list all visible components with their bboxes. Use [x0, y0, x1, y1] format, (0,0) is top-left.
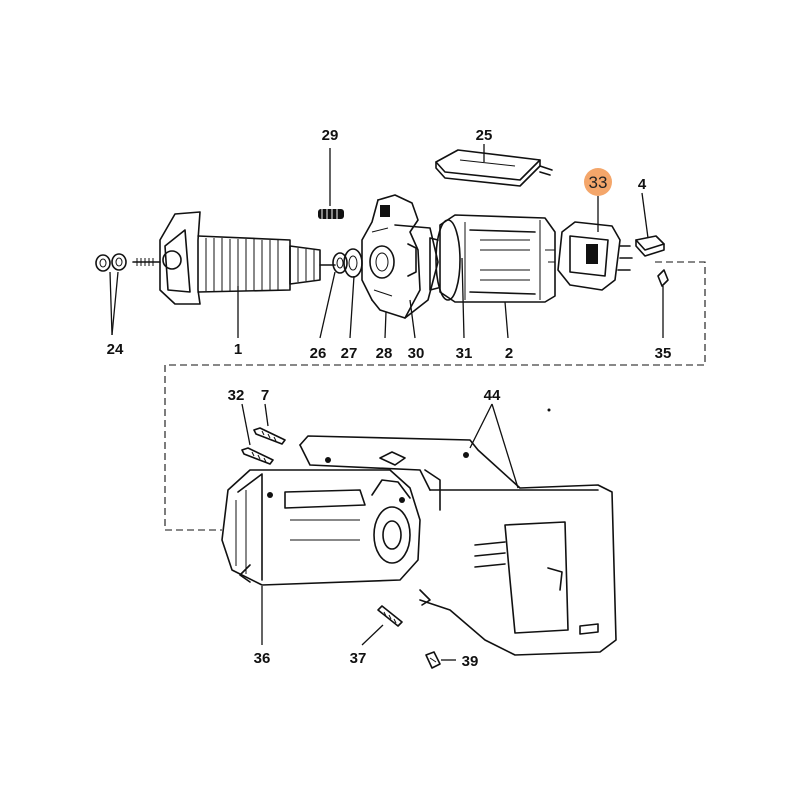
assembly-dash-path	[164, 261, 706, 531]
label-29: 29	[322, 127, 339, 144]
label-31: 31	[456, 345, 473, 362]
label-4: 4	[638, 176, 647, 193]
switch-assembly	[545, 221, 633, 291]
brush-holder	[361, 194, 439, 319]
spring	[318, 209, 344, 219]
label-35: 35	[655, 345, 672, 362]
washers	[95, 253, 127, 272]
label-25: 25	[476, 127, 493, 144]
label-24: 24	[107, 341, 124, 358]
label-44: 44	[484, 387, 501, 404]
clip-part	[657, 269, 669, 287]
label-30: 30	[408, 345, 425, 362]
highlight-marker	[584, 168, 612, 196]
label-2: 2	[505, 345, 513, 362]
field-stator	[429, 214, 556, 303]
label-39: 39	[462, 653, 479, 670]
label-26: 26	[310, 345, 327, 362]
armature	[132, 211, 336, 305]
leader-lines	[109, 144, 664, 661]
part-labels: 29 25 33 4 24 1 26 27 28 30 31 2 35 32 7…	[107, 127, 672, 670]
clip-39	[425, 651, 441, 669]
screws-upper	[241, 427, 286, 465]
label-33: 33	[589, 173, 608, 192]
label-27: 27	[341, 345, 358, 362]
button-part	[635, 235, 665, 257]
bearing-26	[332, 252, 348, 274]
label-36: 36	[254, 650, 271, 667]
screw-37	[377, 605, 403, 627]
label-32: 32	[228, 387, 245, 404]
motor-housing	[221, 469, 421, 586]
cover-plate	[435, 149, 553, 187]
handle-housing	[299, 408, 617, 656]
label-1: 1	[234, 341, 242, 358]
label-37: 37	[350, 650, 367, 667]
label-7: 7	[261, 387, 269, 404]
label-28: 28	[376, 345, 393, 362]
